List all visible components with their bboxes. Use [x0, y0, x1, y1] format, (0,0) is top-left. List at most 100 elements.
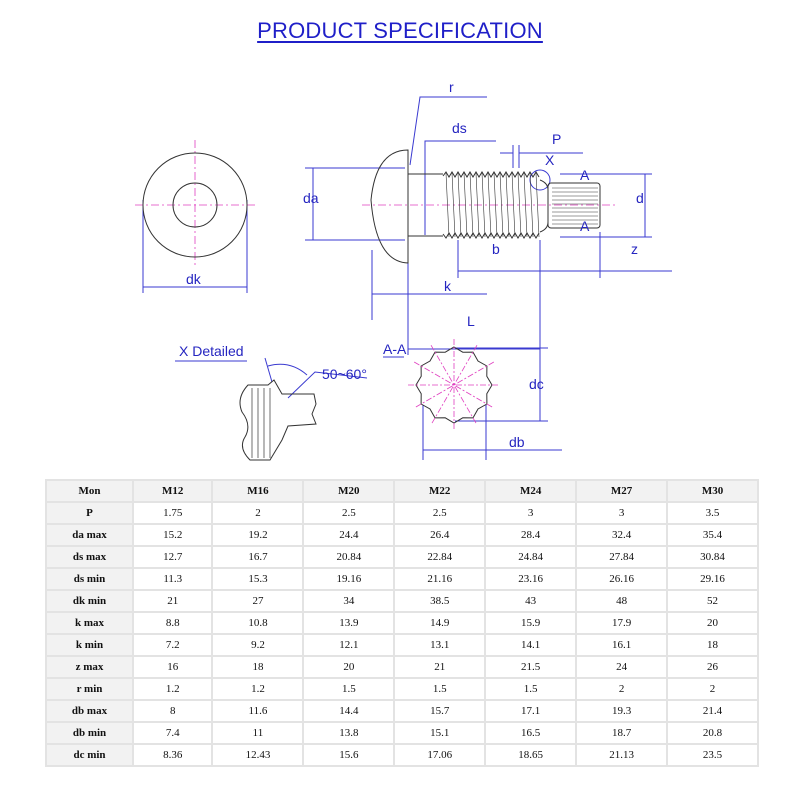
thread-crest [517, 172, 522, 238]
table-cell: 9.2 [211, 633, 305, 657]
table-cell: 7.2 [131, 633, 214, 657]
table-cell: 2.5 [393, 501, 487, 525]
table-cell: 17.1 [484, 699, 578, 723]
table-cell: 22.84 [393, 545, 487, 569]
column-header: M12 [131, 479, 214, 503]
table-cell: 34 [302, 589, 396, 613]
angle-line [264, 357, 273, 383]
table-cell: 16.7 [211, 545, 305, 569]
row-label: da max [45, 523, 134, 547]
thread-crest [481, 172, 486, 238]
table-cell: 11.3 [131, 567, 214, 591]
head-outer-circle [142, 152, 248, 258]
table-cell: 11 [211, 721, 305, 745]
table-cell: 43 [484, 589, 578, 613]
row-label: z max [45, 655, 134, 679]
table-cell: 15.7 [393, 699, 487, 723]
table-cell: 13.9 [302, 611, 396, 635]
row-label: k max [45, 611, 134, 635]
table-cell: 18.65 [484, 743, 578, 767]
table-cell: 35.4 [666, 523, 759, 547]
table-cell: 23.5 [666, 743, 759, 767]
table-cell: 2 [666, 677, 759, 701]
table-cell: 26 [666, 655, 759, 679]
table-cell: 19.3 [575, 699, 669, 723]
x-detail-circle [529, 169, 551, 191]
table-cell: 14.4 [302, 699, 396, 723]
thread-crest [445, 172, 450, 238]
r-leader-line [409, 96, 487, 166]
k-label: k [444, 278, 452, 294]
table-cell: 1.5 [393, 677, 487, 701]
x-detailed-label: X Detailed [179, 343, 244, 359]
table-cell: 20 [302, 655, 396, 679]
section-a-top-label: A [580, 167, 590, 183]
section-centerline [413, 361, 495, 409]
table-cell: 17.9 [575, 611, 669, 635]
table-cell: 16.5 [484, 721, 578, 745]
table-cell: 12.1 [302, 633, 396, 657]
bolt-threads [442, 171, 540, 239]
table-cell: 12.7 [131, 545, 214, 569]
thread-crest [487, 172, 492, 238]
table-cell: 1.5 [484, 677, 578, 701]
table-cell: 8.36 [131, 743, 214, 767]
table-cell: 21 [393, 655, 487, 679]
thread-crest [529, 172, 534, 238]
table-cell: 12.43 [211, 743, 305, 767]
table-cell: 21.4 [666, 699, 759, 723]
table-cell: 14.1 [484, 633, 578, 657]
table-cell: 2.5 [302, 501, 396, 525]
table-cell: 18 [211, 655, 305, 679]
table-cell: 13.8 [302, 721, 396, 745]
table-cell: 24.84 [484, 545, 578, 569]
table-cell: 27 [211, 589, 305, 613]
thread-crest [523, 172, 528, 238]
table-cell: 18.7 [575, 721, 669, 745]
thread-top-profile [442, 171, 540, 178]
angle-leader [287, 371, 368, 399]
r-label: r [449, 79, 454, 95]
table-cell: 26.16 [575, 567, 669, 591]
spline-grooves [552, 187, 598, 225]
column-header: M30 [666, 479, 759, 503]
table-cell: 16.1 [575, 633, 669, 657]
table-cell: 23.16 [484, 567, 578, 591]
row-label: dc min [45, 743, 134, 767]
thread-crest [457, 172, 462, 238]
table-cell: 24.4 [302, 523, 396, 547]
db-label: db [509, 434, 525, 450]
p-label: P [552, 131, 561, 147]
table-cell: 15.2 [131, 523, 214, 547]
table-cell: 3 [484, 501, 578, 525]
table-cell: 21 [131, 589, 214, 613]
b-label: b [492, 241, 500, 257]
thread-crest [463, 172, 468, 238]
z-label: z [631, 241, 638, 257]
table-cell: 20.8 [666, 721, 759, 745]
table-cell: 16 [131, 655, 214, 679]
table-cell: 30.84 [666, 545, 759, 569]
table-cell: 18 [666, 633, 759, 657]
ds-label: ds [452, 120, 467, 136]
row-label: P [45, 501, 134, 525]
table-cell: 27.84 [575, 545, 669, 569]
row-label: k min [45, 633, 134, 657]
table-cell: 20.84 [302, 545, 396, 569]
table-cell: 7.4 [131, 721, 214, 745]
bolt-spline-tip [547, 182, 601, 229]
section-a-bottom-label: A [580, 218, 590, 234]
page-title: PRODUCT SPECIFICATION [257, 18, 543, 43]
table-cell: 10.8 [211, 611, 305, 635]
row-label: ds min [45, 567, 134, 591]
angle-label: 50~60° [322, 366, 367, 382]
table-cell: 15.9 [484, 611, 578, 635]
table-cell: 21.13 [575, 743, 669, 767]
x-detail-threads [251, 388, 271, 458]
table-cell: 26.4 [393, 523, 487, 547]
